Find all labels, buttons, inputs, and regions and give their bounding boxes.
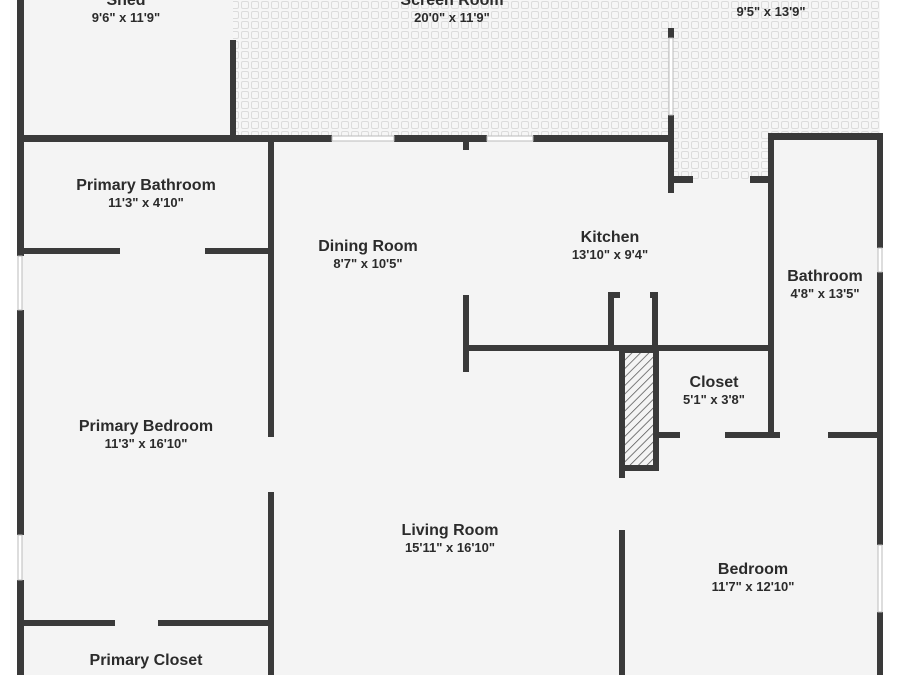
room-name: Closet — [689, 374, 739, 391]
shed-floor — [20, 0, 233, 138]
room-name: Bedroom — [717, 561, 789, 578]
room-name: Primary Bedroom — [78, 418, 214, 435]
room-dimensions: 8'7" x 10'5" — [333, 256, 403, 271]
windows — [17, 37, 883, 613]
room-name: Shed — [106, 0, 146, 9]
porch-floor — [671, 0, 880, 136]
room-porch: 9'5" x 13'9" — [736, 4, 805, 20]
room-name: Dining Room — [318, 238, 418, 255]
chimney — [619, 347, 659, 471]
room-name: Kitchen — [580, 229, 640, 246]
room-primary-closet: Primary Closet — [90, 651, 203, 670]
room-dimensions: 11'3" x 16'10" — [104, 436, 188, 451]
room-name: Living Room — [401, 522, 499, 539]
screen-room-floor — [233, 0, 671, 138]
room-name: Primary Closet — [89, 652, 203, 669]
walls — [17, 0, 883, 675]
room-name: Bathroom — [787, 268, 863, 285]
room-dimensions: 9'5" x 13'9" — [736, 4, 806, 19]
room-name: Primary Bathroom — [76, 177, 216, 194]
room-dimensions: 20'0" x 11'9" — [414, 10, 490, 25]
interior-floor — [20, 138, 880, 675]
porch-entry-floor — [671, 136, 771, 180]
room-dimensions: 11'3" x 4'10" — [108, 195, 184, 210]
room-name: Screen Room — [400, 0, 504, 9]
room-dimensions: 11'7" x 12'10" — [711, 579, 795, 594]
room-dimensions: 4'8" x 13'5" — [790, 286, 860, 301]
room-dimensions: 15'11" x 16'10" — [404, 540, 496, 555]
room-dimensions: 13'10" x 9'4" — [571, 247, 649, 262]
room-dimensions: 5'1" x 3'8" — [683, 392, 745, 407]
room-dimensions: 9'6" x 11'9" — [91, 10, 161, 25]
